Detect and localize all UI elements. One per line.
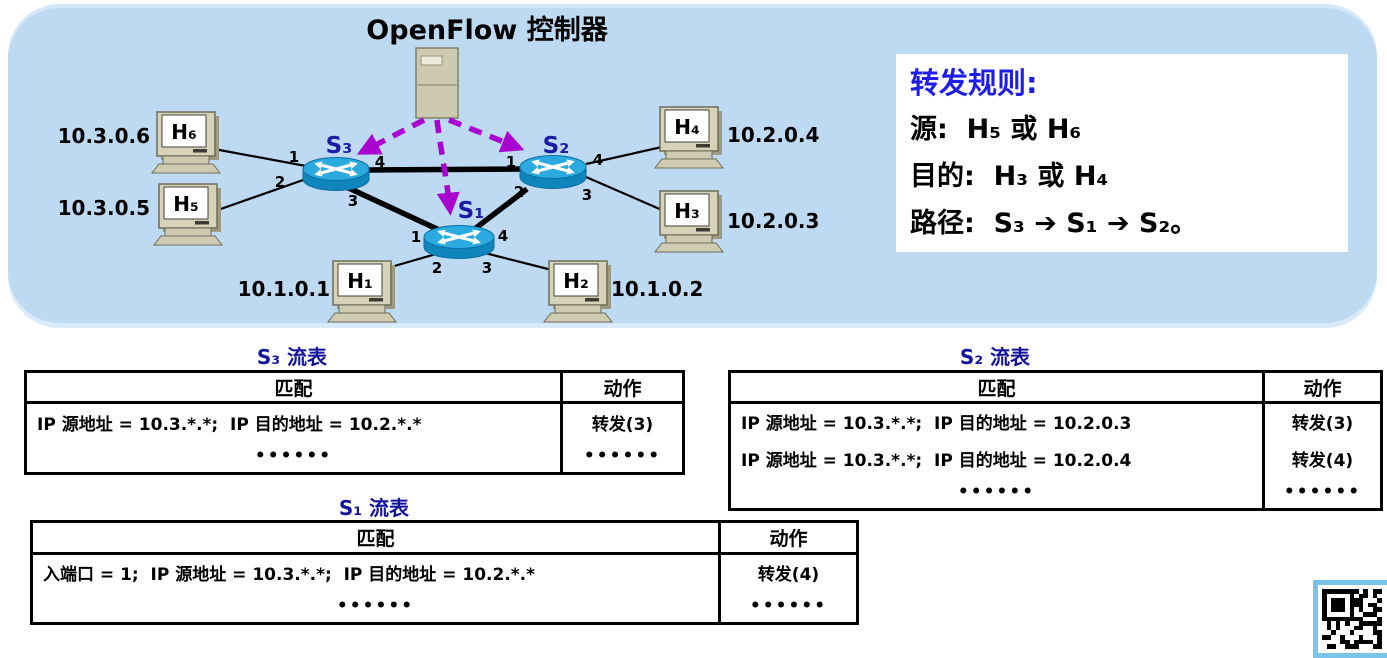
ip-label-h1: 10.1.0.1 [238, 277, 330, 301]
table-row: 入端口 = 1; IP 源地址 = 10.3.*.*; IP 目的地址 = 10… [32, 553, 858, 591]
port-label-s1-4: 4 [498, 227, 508, 245]
ip-label-h6: 10.3.0.6 [58, 124, 150, 148]
table-row: IP 源地址 = 10.3.*.*; IP 目的地址 = 10.2.0.3 转发… [730, 402, 1382, 440]
link-h3-s2 [585, 175, 663, 212]
flow-table-s3-action-1: 转发(3) [560, 402, 684, 441]
flow-table-s1: 匹配 动作 入端口 = 1; IP 源地址 = 10.3.*.*; IP 目的地… [30, 520, 859, 625]
switch-s2-icon [519, 155, 587, 189]
flow-table-s3-header-match: 匹配 [25, 371, 562, 404]
host-h3-icon: H₃ [653, 190, 725, 253]
port-label-s2-1: 1 [506, 153, 516, 171]
flow-table-title-s1: S₁ 流表 [338, 496, 410, 520]
flow-table-s3-match-1: IP 源地址 = 10.3.*.*; IP 目的地址 = 10.2.*.* [37, 414, 422, 435]
forwarding-rule-destination: 目的: H₃ 或 H₄ [910, 161, 1109, 192]
port-label-s3-3: 3 [348, 192, 358, 210]
flow-table-s3: 匹配 动作 IP 源地址 = 10.3.*.*; IP 目的地址 = 10.2.… [24, 370, 685, 475]
ip-label-h4: 10.2.0.4 [727, 123, 819, 147]
host-h2-icon: H₂ [542, 260, 614, 323]
host-h5-icon: H₅ [152, 183, 224, 246]
flow-table-s2-action-2: 转发(4) [1262, 439, 1382, 477]
port-label-s3-2: 2 [275, 173, 285, 191]
qr-code-pattern [1322, 589, 1382, 649]
switch-s1-icon [423, 225, 495, 259]
table-row: •••••• •••••• [730, 476, 1382, 510]
flow-table-s1-action-more: •••••• [718, 590, 858, 624]
table-row: IP 源地址 = 10.3.*.*; IP 目的地址 = 10.2.*.* 转发… [26, 402, 684, 441]
port-labels: 1 2 3 4 1 2 3 4 1 2 3 4 [275, 148, 603, 277]
table-row: •••••• •••••• [32, 590, 858, 624]
openflow-controller-icon [415, 47, 459, 119]
flow-table-s2: 匹配 动作 IP 源地址 = 10.3.*.*; IP 目的地址 = 10.2.… [728, 370, 1383, 511]
link-h2-s1 [476, 249, 553, 272]
ip-label-h5: 10.3.0.5 [58, 196, 150, 220]
flow-table-s2-header-match: 匹配 [729, 371, 1264, 404]
host-label-h1: H₁ [347, 269, 373, 293]
control-arrow-to-s3 [356, 117, 426, 155]
link-s3-s1 [338, 181, 452, 238]
flow-table-s2-match-2: IP 源地址 = 10.3.*.*; IP 目的地址 = 10.2.0.4 [741, 450, 1132, 471]
port-label-s2-3: 3 [582, 186, 592, 204]
flow-table-s1-action-1: 转发(4) [718, 553, 858, 591]
port-label-s2-4: 4 [593, 151, 603, 169]
host-h4-icon: H₄ [653, 106, 725, 169]
flow-table-s2-action-1: 转发(3) [1262, 402, 1382, 440]
port-label-s1-2: 2 [432, 259, 442, 277]
switch-label-s2: S₂ [543, 133, 570, 159]
diagram-title: OpenFlow 控制器 [366, 15, 608, 46]
flow-table-s2-match-1: IP 源地址 = 10.3.*.*; IP 目的地址 = 10.2.0.3 [741, 414, 1132, 435]
control-arrow-to-s2 [447, 117, 525, 153]
host-label-h5: H₅ [173, 192, 199, 216]
flow-table-s1-match-more: •••••• [336, 596, 415, 617]
flow-table-title-s3: S₃ 流表 [256, 345, 328, 369]
port-label-s3-4: 4 [375, 153, 385, 171]
port-label-s1-3: 3 [482, 259, 492, 277]
forwarding-rule-path: 路径: S₃ ➔ S₁ ➔ S₂。 [910, 208, 1198, 239]
ip-labels: 10.3.0.6 10.3.0.5 10.2.0.4 10.2.0.3 10.1… [58, 123, 820, 301]
flow-table-s2-action-more: •••••• [1262, 476, 1382, 510]
flow-table-s1-match-1: 入端口 = 1; IP 源地址 = 10.3.*.*; IP 目的地址 = 10… [43, 565, 536, 586]
switch-label-s1: S₁ [458, 198, 485, 224]
port-label-s2-2: 2 [514, 183, 524, 201]
flow-table-s2-match-more: •••••• [957, 482, 1036, 503]
control-arrow-to-s1 [434, 119, 460, 216]
forwarding-rule-source: 源: H₅ 或 H₆ [910, 114, 1082, 145]
host-label-h2: H₂ [563, 269, 589, 293]
forwarding-rules-box: 转发规则: 源: H₅ 或 H₆ 目的: H₃ 或 H₄ 路径: S₃ ➔ S₁… [896, 54, 1348, 252]
host-h1-icon: H₁ [326, 260, 398, 323]
ip-label-h2: 10.1.0.2 [611, 277, 703, 301]
forwarding-rules-title: 转发规则: [910, 66, 1038, 100]
table-row: •••••• •••••• [26, 440, 684, 474]
link-h5-s3 [214, 177, 307, 213]
flow-table-s1-header-match: 匹配 [31, 521, 720, 555]
host-label-h6: H₆ [171, 120, 197, 144]
network-topology-diagram: OpenFlow 控制器 S₃ S₂ S₁ 1 [58, 15, 820, 323]
port-label-s1-1: 1 [411, 228, 421, 246]
ip-label-h3: 10.2.0.3 [727, 209, 819, 233]
control-arrows [356, 117, 525, 216]
flow-table-s2-header-action: 动作 [1262, 371, 1382, 404]
host-h6-icon: H₆ [150, 111, 222, 174]
qr-code [1313, 580, 1387, 658]
host-label-h4: H₄ [674, 115, 700, 139]
switch-label-s3: S₃ [326, 133, 353, 159]
flow-table-s3-match-more: •••••• [254, 446, 333, 467]
host-label-h3: H₃ [674, 199, 700, 223]
table-row: IP 源地址 = 10.3.*.*; IP 目的地址 = 10.2.0.4 转发… [730, 439, 1382, 477]
port-label-s3-1: 1 [289, 148, 299, 166]
flow-table-s3-action-more: •••••• [560, 440, 684, 474]
flow-table-title-s2: S₂ 流表 [959, 345, 1031, 369]
link-h6-s3 [213, 147, 307, 168]
link-s1-s2 [466, 186, 529, 237]
link-h4-s2 [585, 145, 663, 166]
flow-table-s3-header-action: 动作 [560, 371, 684, 404]
flow-table-s1-header-action: 动作 [718, 521, 858, 555]
switch-s3-icon [302, 157, 370, 191]
